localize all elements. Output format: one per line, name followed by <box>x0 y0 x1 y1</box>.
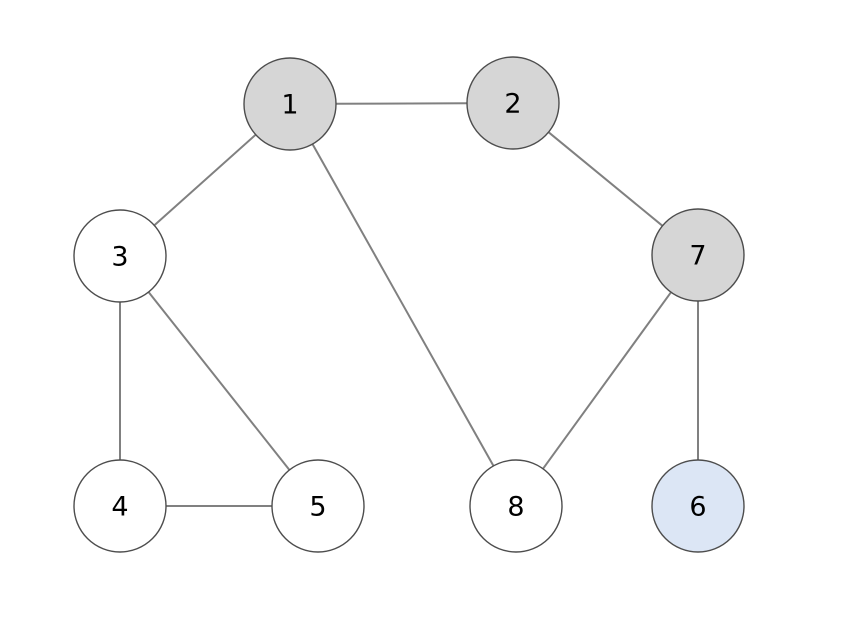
graph-node-8[interactable]: 8 <box>469 459 563 553</box>
graph-node-label-8: 8 <box>507 492 524 523</box>
graph-edge-1-8 <box>311 142 495 468</box>
graph-node-1[interactable]: 1 <box>243 57 337 151</box>
graph-node-circle-3[interactable] <box>73 209 167 303</box>
graph-node-label-3: 3 <box>111 242 128 273</box>
graph-node-5[interactable]: 5 <box>271 459 365 553</box>
graph-node-circle-7[interactable] <box>651 208 745 302</box>
graph-node-7[interactable]: 7 <box>651 208 745 302</box>
graph-node-label-7: 7 <box>689 241 706 272</box>
graph-node-circle-5[interactable] <box>271 459 365 553</box>
graph-node-circle-1[interactable] <box>243 57 337 151</box>
graph-node-label-6: 6 <box>689 492 706 523</box>
graph-edge-2-7 <box>547 130 664 228</box>
graph-node-label-1: 1 <box>281 90 298 121</box>
graph-node-2[interactable]: 2 <box>466 56 560 150</box>
graph-node-circle-6[interactable] <box>651 459 745 553</box>
graph-node-3[interactable]: 3 <box>73 209 167 303</box>
graph-node-6[interactable]: 6 <box>651 459 745 553</box>
edge-layer <box>119 102 699 507</box>
graph-node-circle-8[interactable] <box>469 459 563 553</box>
graph-node-circle-4[interactable] <box>73 459 167 553</box>
graph-edge-1-3 <box>152 133 258 227</box>
graph-node-label-4: 4 <box>111 492 128 523</box>
node-layer: 1 2 3 4 5 6 7 8 <box>73 56 745 553</box>
graph-node-label-2: 2 <box>504 89 521 120</box>
graph-node-4[interactable]: 4 <box>73 459 167 553</box>
graph-edge-3-5 <box>147 290 291 472</box>
graph-node-label-5: 5 <box>309 492 326 523</box>
graph-node-circle-2[interactable] <box>466 56 560 150</box>
graph-edge-7-8 <box>541 290 673 471</box>
graph-edge-1-2 <box>334 102 469 105</box>
